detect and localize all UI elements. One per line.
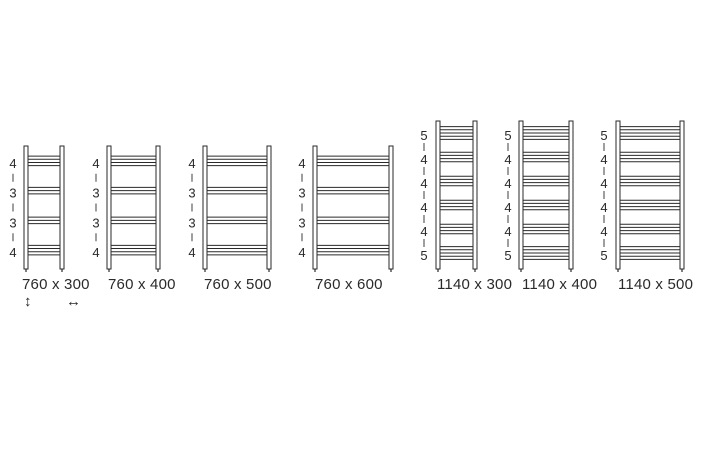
radiator-left-post bbox=[435, 120, 441, 270]
bar-group-count: 5 bbox=[504, 248, 511, 263]
radiator-0: 4 3 3 4 bbox=[9, 145, 65, 272]
bar-group-count: 5 bbox=[600, 128, 607, 143]
size-label-760x600: 760 x 600 bbox=[315, 276, 383, 293]
size-label-760x400: 760 x 400 bbox=[108, 276, 176, 293]
bar-group-count: 4 bbox=[504, 200, 511, 215]
bar-group-count: 4 bbox=[92, 245, 99, 260]
size-label-760x300: 760 x 300 bbox=[22, 276, 90, 293]
radiator-2: 4 3 3 4 bbox=[188, 145, 272, 272]
radiator-right-post bbox=[155, 145, 161, 270]
radiator-left-post bbox=[202, 145, 208, 270]
bar-group-count: 4 bbox=[188, 245, 195, 260]
bar-group-count: 4 bbox=[420, 152, 427, 167]
radiator-left-post bbox=[518, 120, 524, 270]
bar-group-count: 4 bbox=[420, 176, 427, 191]
radiator-left-post bbox=[23, 145, 29, 270]
size-label-1140x400: 1140 x 400 bbox=[522, 276, 598, 293]
bar-group-count: 4 bbox=[9, 245, 16, 260]
width-arrow-icon: ↔ bbox=[66, 293, 81, 310]
bar-group-count: 3 bbox=[9, 215, 16, 230]
bar-group-count: 4 bbox=[504, 152, 511, 167]
radiator-1: 4 3 3 4 bbox=[92, 145, 161, 272]
size-label-1140x500: 1140 x 500 bbox=[618, 276, 694, 293]
bar-group-count: 4 bbox=[420, 224, 427, 239]
bar-group-count: 4 bbox=[504, 224, 511, 239]
bar-group-count: 4 bbox=[9, 156, 16, 171]
radiator-right-post bbox=[266, 145, 272, 270]
bar-group-count: 4 bbox=[504, 176, 511, 191]
radiator-left-post bbox=[615, 120, 621, 270]
radiator-right-post bbox=[679, 120, 685, 270]
bar-group-count: 3 bbox=[92, 186, 99, 201]
bar-group-count: 5 bbox=[600, 248, 607, 263]
bar-group-count: 4 bbox=[188, 156, 195, 171]
height-arrow-icon: ↕ bbox=[24, 293, 32, 310]
bar-group-count: 4 bbox=[420, 200, 427, 215]
radiator-5: 5 4 4 4 4 5 bbox=[504, 120, 574, 272]
bar-group-count: 5 bbox=[420, 248, 427, 263]
bar-group-count: 5 bbox=[504, 128, 511, 143]
bar-group-count: 4 bbox=[600, 176, 607, 191]
radiator-4: 5 4 4 4 4 5 bbox=[420, 120, 478, 272]
radiator-left-post bbox=[312, 145, 318, 270]
radiator-right-post bbox=[472, 120, 478, 270]
bar-group-count: 4 bbox=[600, 152, 607, 167]
radiator-right-post bbox=[568, 120, 574, 270]
radiator-left-post bbox=[106, 145, 112, 270]
bar-group-count: 3 bbox=[188, 215, 195, 230]
bar-group-count: 4 bbox=[298, 245, 305, 260]
bar-group-count: 3 bbox=[298, 215, 305, 230]
bar-group-count: 3 bbox=[9, 186, 16, 201]
radiator-right-post bbox=[59, 145, 65, 270]
bar-group-count: 3 bbox=[92, 215, 99, 230]
radiator-6: 5 4 4 4 4 5 bbox=[600, 120, 685, 272]
size-label-1140x300: 1140 x 300 bbox=[437, 276, 513, 293]
size-label-760x500: 760 x 500 bbox=[204, 276, 272, 293]
bar-group-count: 4 bbox=[600, 200, 607, 215]
bar-group-count: 5 bbox=[420, 128, 427, 143]
radiator-right-post bbox=[388, 145, 394, 270]
radiator-3: 4 3 3 4 bbox=[298, 145, 394, 272]
bar-group-count: 3 bbox=[298, 186, 305, 201]
bar-group-count: 4 bbox=[92, 156, 99, 171]
bar-group-count: 4 bbox=[298, 156, 305, 171]
bar-group-count: 4 bbox=[600, 224, 607, 239]
bar-group-count: 3 bbox=[188, 186, 195, 201]
